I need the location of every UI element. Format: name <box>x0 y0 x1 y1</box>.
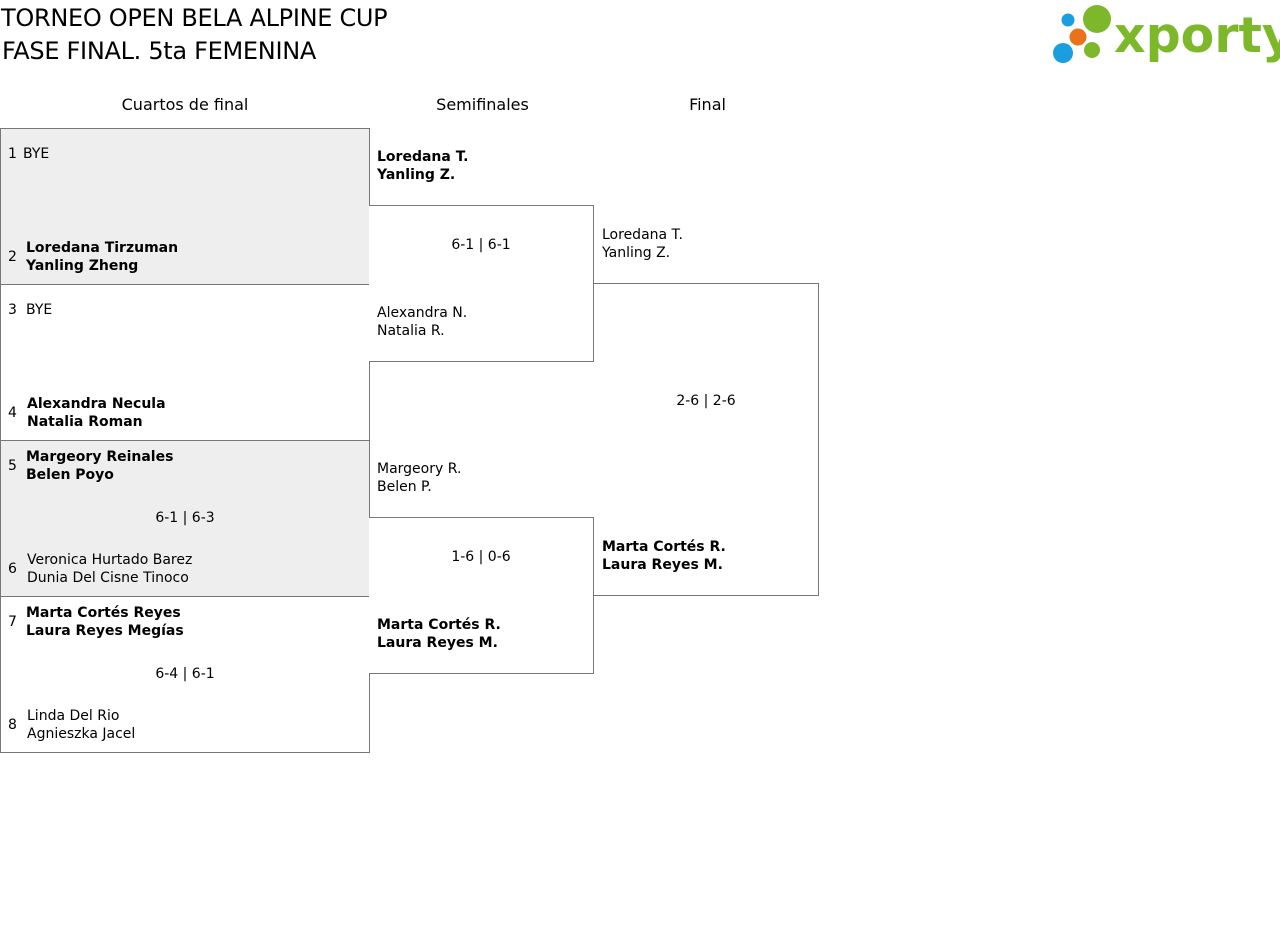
player-name: Laura Reyes M. <box>377 635 498 651</box>
player-name: Marta Cortés R. <box>377 617 501 633</box>
player-name: Marta Cortés Reyes <box>26 605 181 621</box>
round-header-final: Final <box>689 95 726 114</box>
player-name: Yanling Z. <box>602 245 671 261</box>
final-match: 2-6 | 2-6 <box>594 283 819 596</box>
player-name: Loredana Tirzuman <box>26 240 179 256</box>
quarterfinal-match-1: 1 BYE 2 Loredana Tirzuman Yanling Zheng <box>0 128 370 285</box>
semifinal-match-2: 1-6 | 0-6 <box>369 517 594 674</box>
player-name: Natalia Roman <box>27 414 143 430</box>
player-name: Loredana T. <box>602 227 683 243</box>
quarterfinal-match-4: 7 Marta Cortés Reyes Laura Reyes Megías … <box>0 596 370 753</box>
player-name: Margeory Reinales <box>26 449 174 465</box>
player-name: Linda Del Rio <box>27 708 120 724</box>
player-name: Yanling Zheng <box>26 258 139 274</box>
player-name: Belen P. <box>377 479 432 495</box>
player-name: Laura Reyes Megías <box>26 623 184 639</box>
player-name: Alexandra N. <box>377 305 468 321</box>
player-name: Loredana T. <box>377 149 469 165</box>
match-score: 6-4 | 6-1 <box>155 666 215 682</box>
player-name: Margeory R. <box>377 461 462 477</box>
player-name: Dunia Del Cisne Tinoco <box>27 570 189 586</box>
player-name: Yanling Z. <box>377 167 456 183</box>
seed-number: 8 <box>8 717 17 733</box>
seed-number: 7 <box>8 614 17 630</box>
match-score: 6-1 | 6-3 <box>155 510 215 526</box>
seed-number: 6 <box>8 561 17 577</box>
player-name: Belen Poyo <box>26 467 114 483</box>
team-bye: BYE <box>26 302 53 318</box>
seed-number: 3 <box>8 302 17 318</box>
match-score: 1-6 | 0-6 <box>451 549 511 565</box>
tournament-title: TORNEO OPEN BELA ALPINE CUP <box>1 4 388 32</box>
match-score: 2-6 | 2-6 <box>676 393 736 409</box>
seed-number: 4 <box>8 405 17 421</box>
player-name: Agnieszka Jacel <box>27 726 136 742</box>
match-score: 6-1 | 6-1 <box>451 237 511 253</box>
player-name: Marta Cortés R. <box>602 539 726 555</box>
xporty-logo: xporty <box>1050 4 1280 68</box>
player-name: Natalia R. <box>377 323 445 339</box>
tournament-subtitle: FASE FINAL. 5ta FEMENINA <box>2 37 316 65</box>
player-name: Veronica Hurtado Barez <box>27 552 193 568</box>
logo-wordmark: xporty <box>1114 7 1280 64</box>
seed-number: 2 <box>8 249 17 265</box>
round-header-semifinals: Semifinales <box>436 95 529 114</box>
round-header-quarterfinals: Cuartos de final <box>121 95 249 114</box>
player-name: Laura Reyes M. <box>602 557 723 573</box>
player-name: Alexandra Necula <box>27 396 166 412</box>
seed-number: 1 <box>8 146 17 162</box>
team-bye: BYE <box>23 146 50 162</box>
semifinal-match-1: 6-1 | 6-1 <box>369 205 594 362</box>
seed-number: 5 <box>8 458 17 474</box>
quarterfinal-match-2: 3 BYE 4 Alexandra Necula Natalia Roman <box>0 284 370 441</box>
logo-dots-icon <box>1053 5 1111 63</box>
quarterfinal-match-3: 5 Margeory Reinales Belen Poyo 6-1 | 6-3… <box>0 440 370 597</box>
